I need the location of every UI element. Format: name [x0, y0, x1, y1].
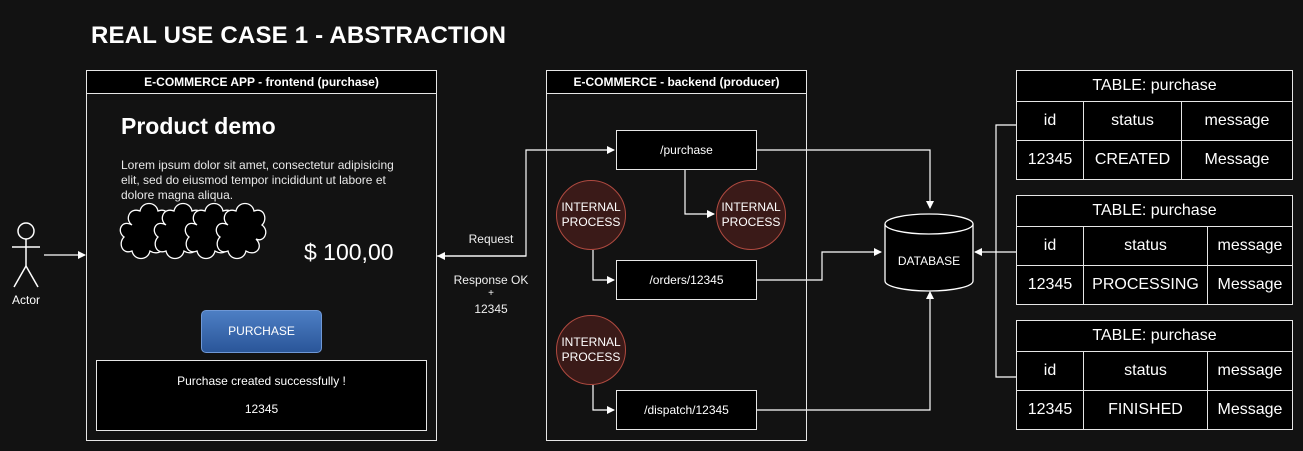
table-cell-message: Message — [1207, 265, 1293, 305]
endpoint-purchase: /purchase — [616, 130, 757, 170]
process-label-line1: INTERNAL — [721, 200, 781, 214]
table-title: TABLE: purchase — [1016, 320, 1293, 352]
table-cell-message: Message — [1181, 140, 1293, 180]
process-label-line2: PROCESS — [721, 215, 781, 229]
internal-process-2: INTERNAL PROCESS — [716, 180, 786, 250]
process-label-line1: INTERNAL — [561, 200, 621, 214]
table-cell-status: PROCESSING — [1083, 265, 1208, 305]
table-col-status: status — [1083, 351, 1208, 391]
process-label-line1: INTERNAL — [561, 335, 621, 349]
table-col-status: status — [1083, 226, 1208, 266]
table-cell-status: FINISHED — [1083, 390, 1208, 430]
response-label-line3: 12345 — [474, 302, 508, 316]
table-cell-id: 12345 — [1016, 265, 1084, 305]
table-col-message: message — [1207, 351, 1293, 391]
product-description: Lorem ipsum dolor sit amet, consectetur … — [121, 158, 394, 202]
table-cell-status: CREATED — [1083, 140, 1182, 180]
request-label: Request — [468, 232, 514, 246]
purchase-to-db-arrow — [757, 149, 934, 209]
frontend-panel: E-COMMERCE APP - frontend (purchase) — [86, 70, 437, 441]
orders-to-db-arrow — [757, 248, 882, 281]
result-message-box — [96, 360, 427, 431]
process-label-line2: PROCESS — [561, 215, 621, 229]
frontend-header: E-COMMERCE APP - frontend (purchase) — [87, 71, 436, 94]
response-label-line1: Response OK — [453, 273, 529, 287]
response-label-line2: + — [488, 288, 494, 299]
page-title: REAL USE CASE 1 - ABSTRACTION — [91, 22, 507, 49]
table-col-message: message — [1207, 226, 1293, 266]
table-cell-id: 12345 — [1016, 390, 1084, 430]
purchase-to-process-arrow — [684, 170, 715, 218]
table-finished: TABLE: purchase id status message 12345 … — [1016, 320, 1293, 430]
product-title: Product demo — [121, 113, 276, 139]
table-col-id: id — [1016, 351, 1084, 391]
table-cell-id: 12345 — [1016, 140, 1084, 180]
table-cell-message: Message — [1207, 390, 1293, 430]
process-label-line2: PROCESS — [561, 350, 621, 364]
purchase-button[interactable]: PURCHASE — [201, 310, 322, 353]
database-label: DATABASE — [897, 254, 961, 268]
endpoint-orders: /orders/12345 — [616, 260, 757, 300]
process-to-orders-arrow — [592, 250, 615, 284]
actor-icon — [12, 222, 40, 288]
table-col-status: status — [1083, 101, 1182, 141]
process-to-dispatch-arrow — [592, 385, 615, 414]
endpoint-dispatch: /dispatch/12345 — [616, 390, 757, 430]
table-title: TABLE: purchase — [1016, 195, 1293, 227]
database-icon — [884, 213, 974, 292]
tables-bracket — [995, 124, 1016, 378]
backend-header: E-COMMERCE - backend (producer) — [547, 71, 806, 94]
table-col-id: id — [1016, 101, 1084, 141]
table-title: TABLE: purchase — [1016, 70, 1293, 102]
internal-process-3: INTERNAL PROCESS — [556, 315, 626, 385]
result-id: 12345 — [244, 402, 279, 416]
table-created: TABLE: purchase id status message 12345 … — [1016, 70, 1293, 180]
table-processing: TABLE: purchase id status message 12345 … — [1016, 195, 1293, 305]
product-price: $ 100,00 — [304, 239, 394, 265]
backend-panel: E-COMMERCE - backend (producer) — [546, 70, 807, 441]
table-col-id: id — [1016, 226, 1084, 266]
actor-label: Actor — [12, 293, 41, 307]
cloud-image-icon — [119, 202, 267, 260]
result-message: Purchase created successfully ! — [177, 374, 346, 388]
dispatch-to-db-arrow — [757, 291, 934, 411]
table-col-message: message — [1181, 101, 1293, 141]
internal-process-1: INTERNAL PROCESS — [556, 180, 626, 250]
